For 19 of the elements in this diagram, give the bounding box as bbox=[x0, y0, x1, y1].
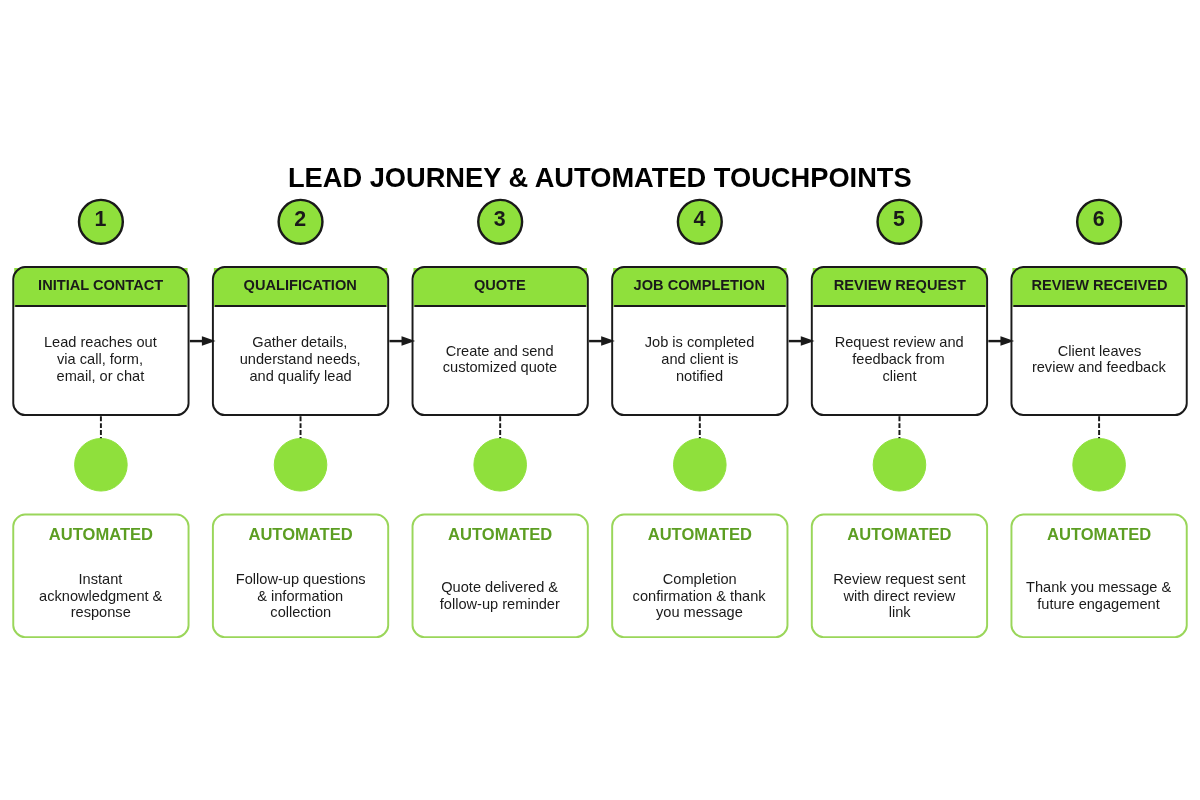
connector bbox=[698, 415, 701, 440]
node-circle bbox=[1072, 438, 1126, 492]
node-circle: 6 bbox=[1075, 198, 1123, 245]
node-circle bbox=[872, 438, 927, 492]
node-circle: 4 bbox=[676, 198, 723, 245]
connector bbox=[898, 415, 901, 440]
node-circle bbox=[473, 438, 527, 492]
node-circle bbox=[673, 438, 727, 492]
node-circle bbox=[74, 438, 128, 492]
node-circle bbox=[273, 438, 328, 492]
connector bbox=[1098, 415, 1101, 440]
connector bbox=[499, 415, 502, 440]
connector bbox=[299, 415, 302, 440]
diagram-title: LEAD JOURNEY & AUTOMATED TOUCHPOINTS bbox=[287, 161, 912, 193]
node-circle: 5 bbox=[876, 198, 923, 245]
node-circle: 2 bbox=[277, 198, 324, 245]
node-circle: 1 bbox=[77, 198, 125, 245]
connector bbox=[99, 415, 102, 440]
node-circle: 3 bbox=[477, 198, 524, 245]
